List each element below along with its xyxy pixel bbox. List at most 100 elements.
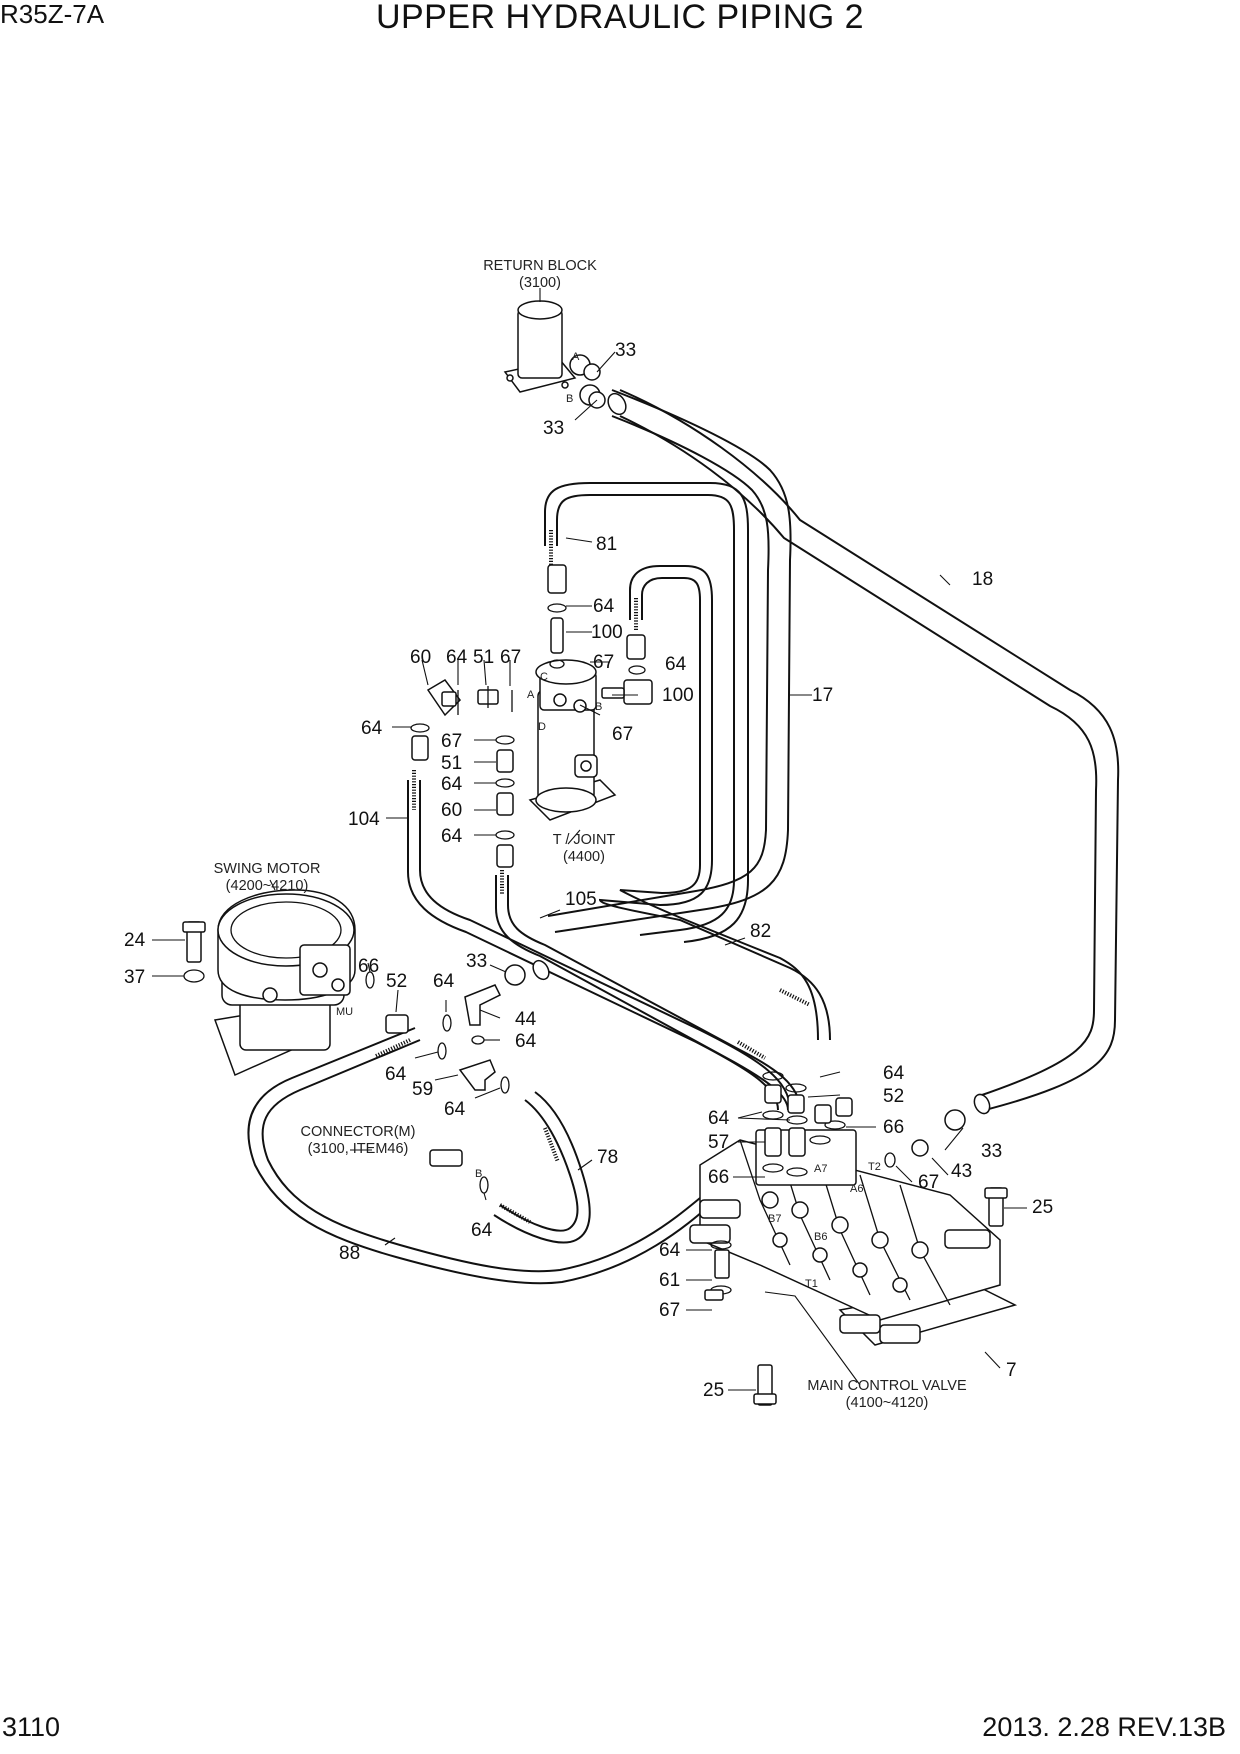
part-number: 67 xyxy=(612,724,633,745)
part-number: 64 xyxy=(441,774,463,795)
part-number: 37 xyxy=(124,967,145,988)
port-label: B7 xyxy=(768,1213,781,1225)
part-number: 82 xyxy=(750,921,771,942)
pipe-18-inner xyxy=(619,415,1098,1097)
caption-connector-ref: (3100, ITEM46) xyxy=(308,1141,409,1157)
part-number: 66 xyxy=(358,956,379,977)
revision-date: 2013. 2.28 REV.13B xyxy=(982,1712,1226,1742)
port-label: C xyxy=(540,671,548,683)
caption-return-block-ref: (3100) xyxy=(519,275,561,291)
part-number: 67 xyxy=(441,731,462,752)
part-number: 64 xyxy=(444,1099,466,1120)
part-number: 104 xyxy=(348,809,380,830)
port-label: A6 xyxy=(850,1183,863,1195)
hose-81 xyxy=(556,494,735,936)
port-label: A xyxy=(527,689,535,701)
part-number: 64 xyxy=(471,1220,493,1241)
part-number: 51 xyxy=(473,647,494,668)
part-number: 81 xyxy=(596,534,617,555)
caption-t-joint: T / JOINT xyxy=(553,832,616,848)
hose-78-inner xyxy=(493,1091,591,1244)
pipe-17 xyxy=(554,389,792,933)
part-number: 64 xyxy=(708,1108,730,1129)
hose-88 xyxy=(261,1039,711,1273)
port-label: B xyxy=(475,1168,482,1180)
hose-78-crimp xyxy=(543,1127,560,1163)
hose-104-inner xyxy=(407,780,779,1111)
part-number: 88 xyxy=(339,1243,360,1264)
part-number: 7 xyxy=(1006,1360,1017,1381)
hose-81-inner xyxy=(544,482,749,943)
part-number: 52 xyxy=(386,971,407,992)
hose-88-crimp xyxy=(375,1038,411,1058)
pipe-18 xyxy=(619,389,1120,1111)
caption-connector: CONNECTOR(M) xyxy=(301,1124,416,1140)
part-number: 64 xyxy=(361,718,383,739)
hose-78-crimp-lower xyxy=(499,1203,531,1224)
leader-lines xyxy=(152,288,1027,1391)
hose-104 xyxy=(419,780,791,1111)
part-number: 105 xyxy=(565,889,597,910)
pipe-start xyxy=(607,392,627,416)
part-number: 57 xyxy=(708,1132,729,1153)
part-number: 18 xyxy=(972,569,993,590)
caption-swing-motor: SWING MOTOR xyxy=(214,861,321,877)
caption-main-control-valve: MAIN CONTROL VALVE xyxy=(807,1378,967,1394)
port-label: T2 xyxy=(868,1161,881,1173)
main-control-valve xyxy=(689,1129,1018,1346)
hose-78 xyxy=(499,1099,579,1232)
part-number: 61 xyxy=(659,1270,680,1291)
part-number: 64 xyxy=(665,654,687,675)
part-number: 33 xyxy=(615,340,636,361)
part-number: 33 xyxy=(543,418,564,439)
part-number: 44 xyxy=(515,1009,537,1030)
caption-t-joint-ref: (4400) xyxy=(563,849,605,865)
port-label: B xyxy=(595,701,602,713)
part-number: 25 xyxy=(703,1380,724,1401)
hose-82 xyxy=(598,565,831,1041)
hose-104-crimp-lower xyxy=(736,1040,767,1060)
part-number: 78 xyxy=(597,1147,618,1168)
port-label: D xyxy=(538,721,546,733)
part-number: 24 xyxy=(124,930,146,951)
hose-88-inner xyxy=(247,1027,717,1285)
port-label: T1 xyxy=(805,1278,818,1290)
part-number: 59 xyxy=(412,1079,433,1100)
part-number: 66 xyxy=(883,1117,904,1138)
pipe-18-end xyxy=(973,1093,991,1115)
part-number: 64 xyxy=(385,1064,407,1085)
part-number: 33 xyxy=(466,951,487,972)
port-label: A xyxy=(572,351,580,363)
return-block xyxy=(503,300,601,406)
part-number: 64 xyxy=(446,647,468,668)
hose-82-inner xyxy=(619,577,819,1041)
model-code: R35Z-7A xyxy=(0,0,105,29)
part-number: 64 xyxy=(515,1031,537,1052)
port-label: B6 xyxy=(814,1231,827,1243)
part-number: 67 xyxy=(918,1172,939,1193)
part-number: 25 xyxy=(1032,1197,1053,1218)
page-title: UPPER HYDRAULIC PIPING 2 xyxy=(375,0,865,36)
part-number: 67 xyxy=(593,652,614,673)
part-number: 64 xyxy=(433,971,455,992)
port-label: B xyxy=(566,393,573,405)
part-number: 67 xyxy=(659,1300,680,1321)
swing-motor xyxy=(213,889,356,1077)
part-number: 52 xyxy=(883,1086,904,1107)
part-number: 43 xyxy=(951,1161,972,1182)
part-number: 60 xyxy=(410,647,431,668)
part-number: 60 xyxy=(441,800,462,821)
pipe-17-end xyxy=(532,959,550,981)
caption-main-control-valve-ref: (4100~4120) xyxy=(846,1395,929,1411)
part-number: 66 xyxy=(708,1167,729,1188)
part-numbers: 33 33 81 18 64 100 60 64 51 67 67 64 100… xyxy=(124,340,1053,1401)
caption-return-block: RETURN BLOCK xyxy=(483,258,597,274)
part-number: 64 xyxy=(441,826,463,847)
part-number: 64 xyxy=(659,1240,681,1261)
part-number: 100 xyxy=(591,622,623,643)
port-label: MU xyxy=(336,1006,353,1018)
part-number: 17 xyxy=(812,685,833,706)
hose-105-inner xyxy=(495,875,789,1111)
part-number: 51 xyxy=(441,753,462,774)
